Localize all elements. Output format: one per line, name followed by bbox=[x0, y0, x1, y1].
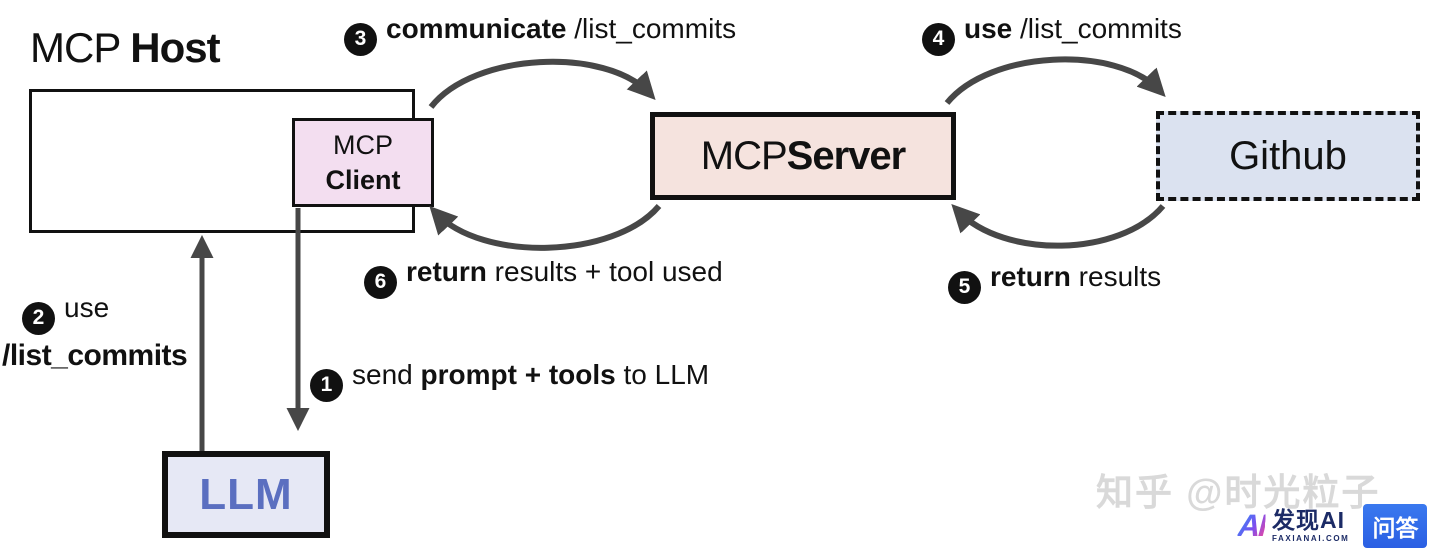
faxianai-domain: FAXIANAI.COM bbox=[1272, 534, 1350, 543]
arrow-client-to-server-icon bbox=[428, 58, 656, 109]
github-label: Github bbox=[1229, 133, 1347, 178]
step-3-badge: 3 bbox=[344, 22, 377, 56]
mcp-host-title: MCP Host bbox=[30, 24, 221, 72]
mcp-client-label-line1: MCP bbox=[333, 129, 393, 160]
step-1-send-label: 1 send prompt + tools to LLM bbox=[310, 359, 709, 402]
step-5-verb: return bbox=[990, 261, 1071, 292]
mcp-client-box: MCP Client bbox=[292, 118, 434, 207]
mcp-server-label-normal: MCP bbox=[700, 133, 788, 178]
step-1-pre: send bbox=[352, 359, 421, 390]
step-5-detail: results bbox=[1070, 261, 1162, 292]
github-box: Github bbox=[1156, 111, 1420, 201]
step-5-badge: 5 bbox=[948, 270, 981, 304]
mcp-host-title-bold: Host bbox=[130, 24, 220, 71]
llm-box: LLM bbox=[162, 451, 330, 538]
step-5-return-label: 5 return results bbox=[948, 261, 1161, 304]
qa-badge: 问答 bbox=[1363, 504, 1428, 548]
step-6-badge: 6 bbox=[364, 265, 397, 299]
step-3-communicate-label: 3 communicate /list_commits bbox=[344, 13, 736, 56]
step-1-post: to LLM bbox=[615, 359, 710, 390]
step-2-badge: 2 bbox=[22, 301, 55, 335]
step-4-verb: use bbox=[964, 13, 1013, 44]
step-2-detail: /list_commits bbox=[2, 338, 188, 372]
step-4-detail: /list_commits bbox=[1012, 13, 1182, 44]
step-4-badge: 4 bbox=[922, 22, 955, 56]
faxianai-logo-text: 发现AI FAXIANAI.COM bbox=[1272, 509, 1349, 543]
mcp-server-label-bold: Server bbox=[786, 133, 907, 178]
zhihu-watermark: 知乎 @时光粒子 bbox=[1096, 472, 1381, 513]
mcp-server-box: MCP Server bbox=[650, 112, 956, 200]
step-6-return-label: 6 return results + tool used bbox=[364, 256, 723, 299]
mcp-host-title-normal: MCP bbox=[30, 24, 131, 71]
step-2-verb: use bbox=[64, 292, 110, 323]
faxianai-ai-icon: AI bbox=[1236, 508, 1267, 543]
faxianai-name: 发现AI bbox=[1272, 507, 1345, 533]
step-4-use-label: 4 use /list_commits bbox=[922, 13, 1182, 56]
arrow-server-to-client-icon bbox=[429, 204, 662, 251]
arrow-github-to-server-icon bbox=[951, 204, 1166, 249]
step-6-detail: results + tool used bbox=[486, 256, 723, 287]
mcp-client-label-line2: Client bbox=[325, 164, 401, 195]
step-2-use-label: 2 use /list_commits bbox=[2, 292, 222, 373]
step-1-badge: 1 bbox=[310, 368, 343, 402]
step-3-verb: communicate bbox=[386, 13, 567, 44]
step-3-detail: /list_commits bbox=[566, 13, 737, 44]
step-6-verb: return bbox=[406, 256, 487, 287]
llm-label: LLM bbox=[199, 469, 293, 519]
faxianai-logo: AI 发现AI FAXIANAI.COM 问答 bbox=[1236, 504, 1428, 548]
arrow-server-to-github-icon bbox=[944, 56, 1166, 105]
step-1-bold: prompt + tools bbox=[420, 359, 616, 390]
